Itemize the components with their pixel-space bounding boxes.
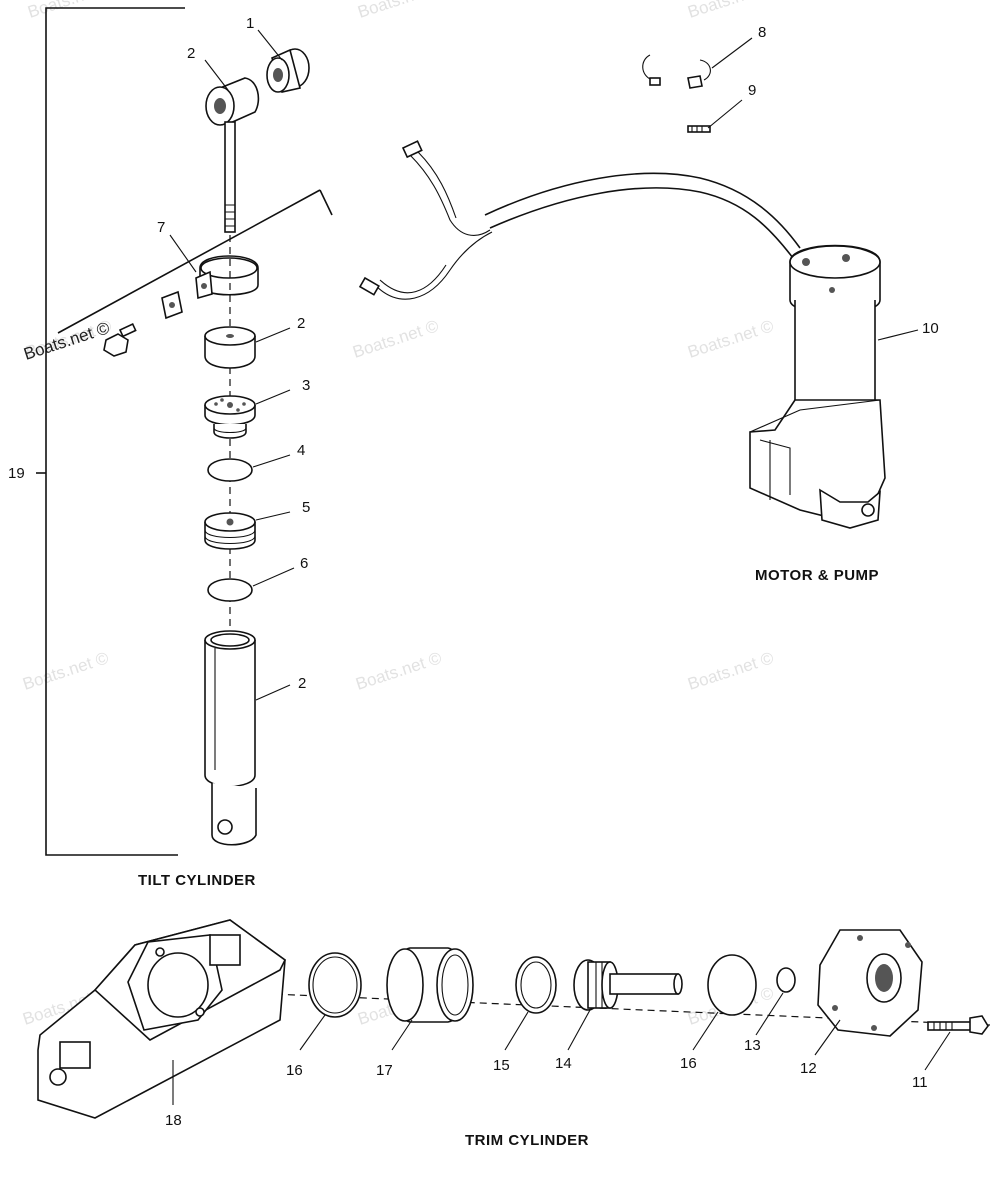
callout-4: 4 [297, 442, 305, 459]
watermark: Boats.net © [353, 648, 444, 694]
watermark: Boats.net © [20, 648, 111, 694]
clip-part-8 [642, 54, 711, 89]
callout-19: 19 [8, 465, 25, 482]
leader-lines [169, 29, 951, 1105]
callout-15: 15 [493, 1057, 510, 1074]
callout-9: 9 [748, 82, 756, 99]
callout-10: 10 [922, 320, 939, 337]
ring-part-15 [515, 956, 557, 1014]
callout-1: 1 [246, 15, 254, 32]
tilt-cylinder-title: TILT CYLINDER [138, 872, 256, 889]
watermark: Boats.net © [685, 316, 776, 362]
bushing-part-1 [266, 48, 310, 93]
cylinder-body-part-2 [204, 630, 257, 846]
trim-cylinder-title: TRIM CYLINDER [465, 1132, 589, 1149]
o-ring-part-6 [207, 578, 253, 602]
callout-3: 3 [302, 377, 310, 394]
o-ring-part-4 [207, 458, 253, 482]
screw-part-9 [687, 125, 711, 133]
callout-17: 17 [376, 1062, 393, 1079]
assembly-bracket-19 [36, 7, 185, 856]
seal-part-16-right [707, 954, 757, 1016]
watermark-bold: Boats.net © [21, 318, 112, 364]
seal-part-16 [308, 952, 362, 1018]
valve-part-3 [204, 395, 256, 439]
callout-8: 8 [758, 24, 766, 41]
watermark: Boats.net © [350, 316, 441, 362]
callout-2: 2 [297, 315, 305, 332]
watermark: Boats.net © [685, 0, 776, 22]
clamp-part-7 [195, 255, 259, 300]
trim-housing-part-18 [37, 919, 287, 1119]
piston-part-5 [204, 512, 256, 550]
bolt-part-11 [927, 1015, 989, 1035]
callout-13: 13 [744, 1037, 761, 1054]
cap-part-2 [204, 326, 256, 369]
callout-5: 5 [302, 499, 310, 516]
callout-7: 7 [157, 219, 165, 236]
callout-2: 2 [187, 45, 195, 62]
watermark: Boats.net © [685, 648, 776, 694]
watermark: Boats.net © [25, 0, 116, 22]
end-cap-part-12 [817, 929, 923, 1037]
watermark: Boats.net © [355, 0, 446, 22]
rod-end-part-2 [205, 77, 260, 233]
callout-6: 6 [300, 555, 308, 572]
callouts: 1 2 8 9 7 2 3 4 5 6 2 19 10 16 17 15 14 … [8, 15, 939, 1129]
clamp-plate [161, 290, 183, 320]
callout-11: 11 [912, 1074, 928, 1091]
callout-16: 16 [286, 1062, 303, 1079]
sleeve-part-17 [386, 947, 474, 1023]
ring-part-13 [776, 967, 796, 993]
callout-2: 2 [298, 675, 306, 692]
watermarks: Boats.net © Boats.net © Boats.net © Boat… [20, 0, 776, 1029]
callout-16: 16 [680, 1055, 697, 1072]
callout-12: 12 [800, 1060, 817, 1077]
motor-pump-title: MOTOR & PUMP [755, 567, 879, 584]
motor-pump-assembly [358, 140, 886, 529]
callout-14: 14 [555, 1055, 572, 1072]
piston-rod-part-14 [573, 959, 683, 1011]
clamp-bolt [103, 323, 137, 357]
callout-18: 18 [165, 1112, 182, 1129]
